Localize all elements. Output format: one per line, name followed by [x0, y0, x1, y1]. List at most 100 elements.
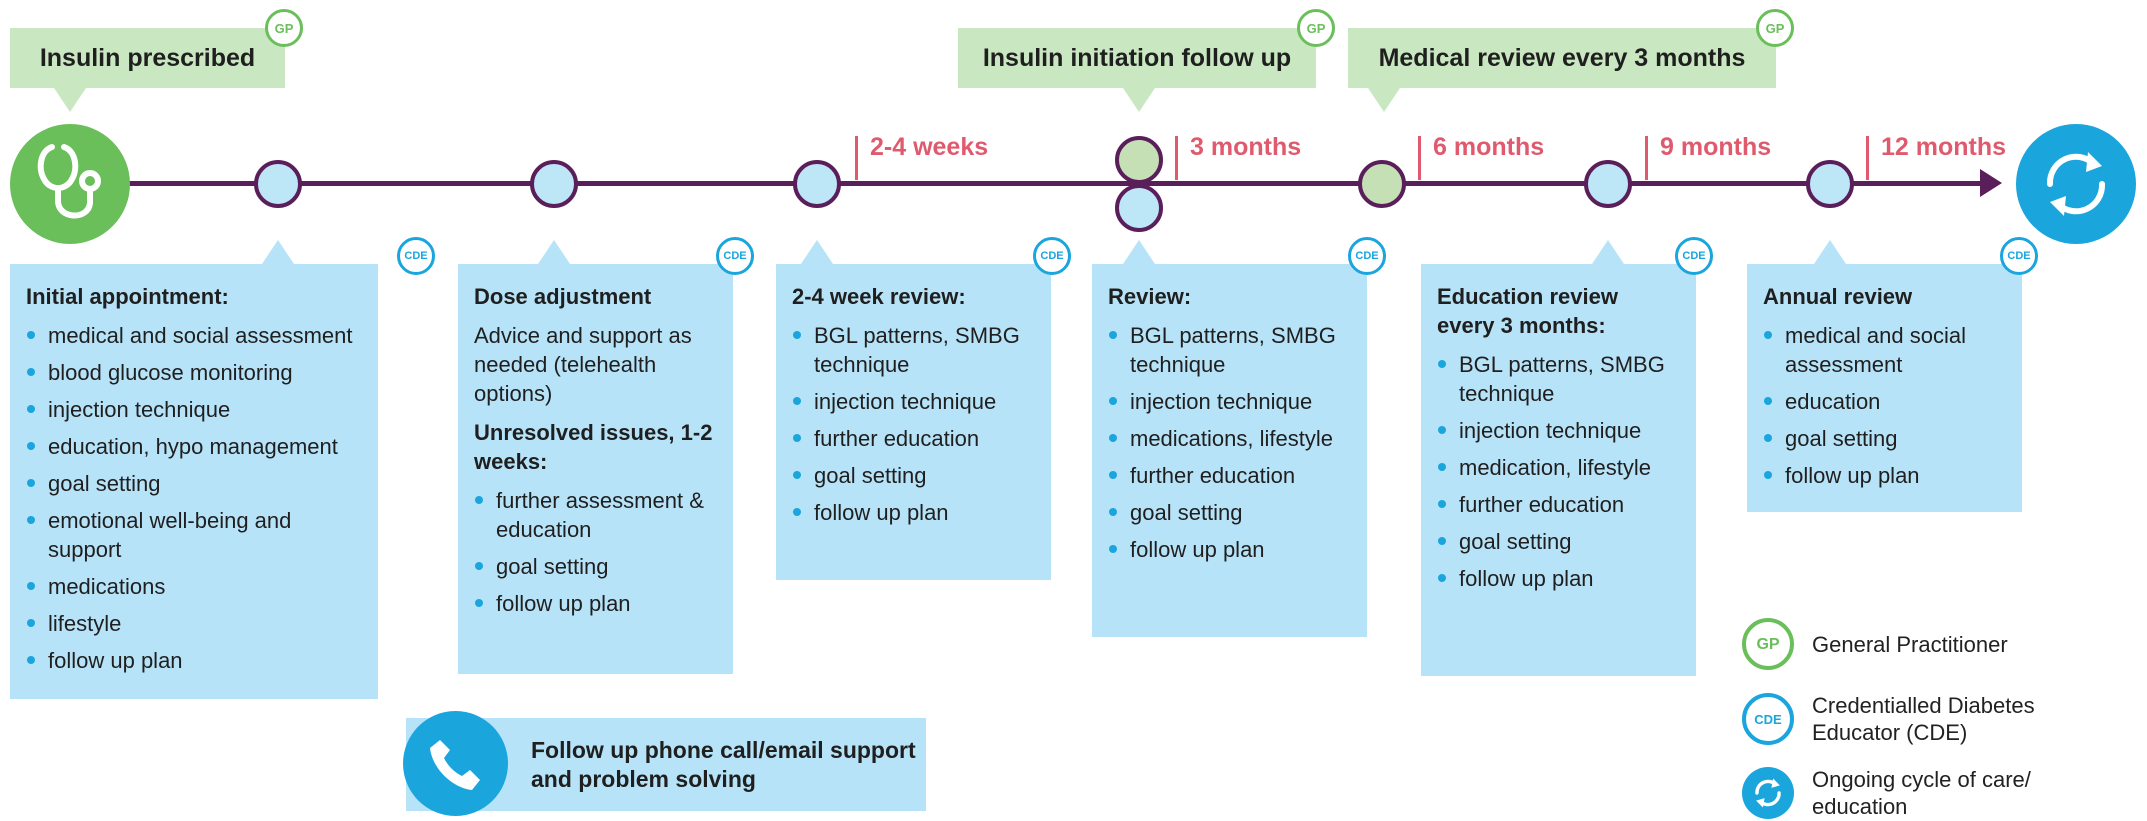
callout-pointer: [54, 88, 86, 112]
box-list: BGL patterns, SMBG technique injection t…: [792, 321, 1035, 527]
phone-icon: [403, 711, 508, 816]
list-item: goal setting: [1108, 498, 1351, 527]
list-item: goal setting: [792, 461, 1035, 490]
cde-box-annual-review: Annual review medical and social assessm…: [1747, 264, 2022, 512]
timeline-node-2-4-weeks: [793, 160, 841, 208]
gp-callout-label: Insulin prescribed: [39, 43, 256, 72]
cde-box-initial-appointment: Initial appointment: medical and social …: [10, 264, 378, 699]
legend-label: Credentialled Diabetes Educator (CDE): [1812, 693, 2035, 745]
list-item: medication, lifestyle: [1437, 453, 1680, 482]
phone-followup-text: Follow up phone call/email support and p…: [531, 736, 916, 792]
period-label: 12 months: [1881, 133, 2007, 161]
cycle-legend-icon: [1742, 767, 1794, 819]
gp-callout-label: Insulin initiation follow up: [982, 43, 1292, 72]
list-item: BGL patterns, SMBG technique: [1437, 350, 1680, 408]
timeline-arrow-head: [1980, 169, 2002, 197]
box-list: BGL patterns, SMBG technique injection t…: [1108, 321, 1351, 564]
gp-callout-label: Medical review every 3 months: [1378, 43, 1746, 72]
period-label: 9 months: [1660, 133, 1772, 161]
list-item: medications: [26, 572, 362, 601]
cde-box-2-4-week-review: 2-4 week review: BGL patterns, SMBG tech…: [776, 264, 1051, 580]
gp-badge-icon: GP: [1297, 9, 1335, 47]
cde-badge-icon: CDE: [1675, 237, 1713, 275]
timeline-node-review: [1115, 184, 1163, 232]
box-list: further assessment & education goal sett…: [474, 486, 717, 618]
gp-callout-medical-review: Medical review every 3 months: [1348, 28, 1776, 88]
timeline-node-gp-medical: [1358, 160, 1406, 208]
timeline-node-dose: [530, 160, 578, 208]
cde-box-dose-adjustment: Dose adjustment Advice and support as ne…: [458, 264, 733, 674]
period-tick: [1418, 136, 1421, 180]
box-pointer: [1123, 240, 1155, 264]
box-list: medical and social assessment blood gluc…: [26, 321, 362, 675]
gp-callout-insulin-initiation: Insulin initiation follow up: [958, 28, 1316, 88]
box-pointer: [262, 240, 294, 264]
cde-badge-icon: CDE: [1348, 237, 1386, 275]
list-item: goal setting: [1763, 424, 2006, 453]
list-item: goal setting: [474, 552, 717, 581]
callout-pointer: [1368, 88, 1400, 112]
box-pointer: [1814, 240, 1846, 264]
period-tick: [1175, 136, 1178, 180]
list-item: education: [1763, 387, 2006, 416]
list-item: goal setting: [26, 469, 362, 498]
box-pointer: [538, 240, 570, 264]
timeline-node-annual: [1806, 160, 1854, 208]
list-item: medications, lifestyle: [1108, 424, 1351, 453]
cde-badge-icon: CDE: [397, 237, 435, 275]
period-label: 2-4 weeks: [870, 133, 989, 161]
box-title: Education review every 3 months:: [1437, 284, 1618, 338]
list-item: emotional well-being and support: [26, 506, 362, 564]
list-item: follow up plan: [474, 589, 717, 618]
list-item: blood glucose monitoring: [26, 358, 362, 387]
list-item: medical and social assessment: [26, 321, 362, 350]
gp-badge-icon: GP: [1756, 9, 1794, 47]
gp-legend-icon: GP: [1742, 618, 1794, 670]
list-item: injection technique: [792, 387, 1035, 416]
box-list: BGL patterns, SMBG technique injection t…: [1437, 350, 1680, 593]
list-item: follow up plan: [792, 498, 1035, 527]
box-paragraph: Advice and support as needed (telehealth…: [474, 323, 692, 406]
box-title: Initial appointment:: [26, 284, 229, 309]
gp-badge-icon: GP: [265, 9, 303, 47]
legend-label: Ongoing cycle of care/ education: [1812, 767, 2031, 819]
box-title: 2-4 week review:: [792, 284, 966, 309]
period-tick: [855, 136, 858, 180]
legend-label: General Practitioner: [1812, 631, 2008, 657]
box-title: Annual review: [1763, 284, 1913, 309]
timeline-node-initial: [254, 160, 302, 208]
list-item: further assessment & education: [474, 486, 717, 544]
list-item: medical and social assessment: [1763, 321, 2006, 379]
callout-pointer: [1123, 88, 1155, 112]
box-list: medical and social assessment education …: [1763, 321, 2006, 490]
list-item: BGL patterns, SMBG technique: [792, 321, 1035, 379]
cde-badge-icon: CDE: [2000, 237, 2038, 275]
gp-callout-insulin-prescribed: Insulin prescribed: [10, 28, 285, 88]
timeline-node-gp-followup: [1115, 136, 1163, 184]
period-label: 6 months: [1433, 133, 1545, 161]
cde-box-review: Review: BGL patterns, SMBG technique inj…: [1092, 264, 1367, 637]
list-item: lifestyle: [26, 609, 362, 638]
period-label: 3 months: [1190, 133, 1302, 161]
list-item: further education: [792, 424, 1035, 453]
list-item: goal setting: [1437, 527, 1680, 556]
stethoscope-icon: [10, 124, 130, 244]
cde-box-education-review: Education review every 3 months: BGL pat…: [1421, 264, 1696, 676]
list-item: further education: [1437, 490, 1680, 519]
period-tick: [1866, 136, 1869, 180]
cycle-icon: [2016, 124, 2136, 244]
legend-item-gp: GP General Practitioner: [1742, 618, 2008, 670]
list-item: injection technique: [26, 395, 362, 424]
period-tick: [1645, 136, 1648, 180]
box-title: Dose adjustment: [474, 284, 652, 309]
box-pointer: [1592, 240, 1624, 264]
cde-legend-icon: CDE: [1742, 693, 1794, 745]
box-pointer: [801, 240, 833, 264]
box-title: Review:: [1108, 284, 1192, 309]
list-item: injection technique: [1108, 387, 1351, 416]
cde-badge-icon: CDE: [716, 237, 754, 275]
timeline-node-3-months: [1584, 160, 1632, 208]
list-item: education, hypo management: [26, 432, 362, 461]
list-item: further education: [1108, 461, 1351, 490]
cde-badge-icon: CDE: [1033, 237, 1071, 275]
